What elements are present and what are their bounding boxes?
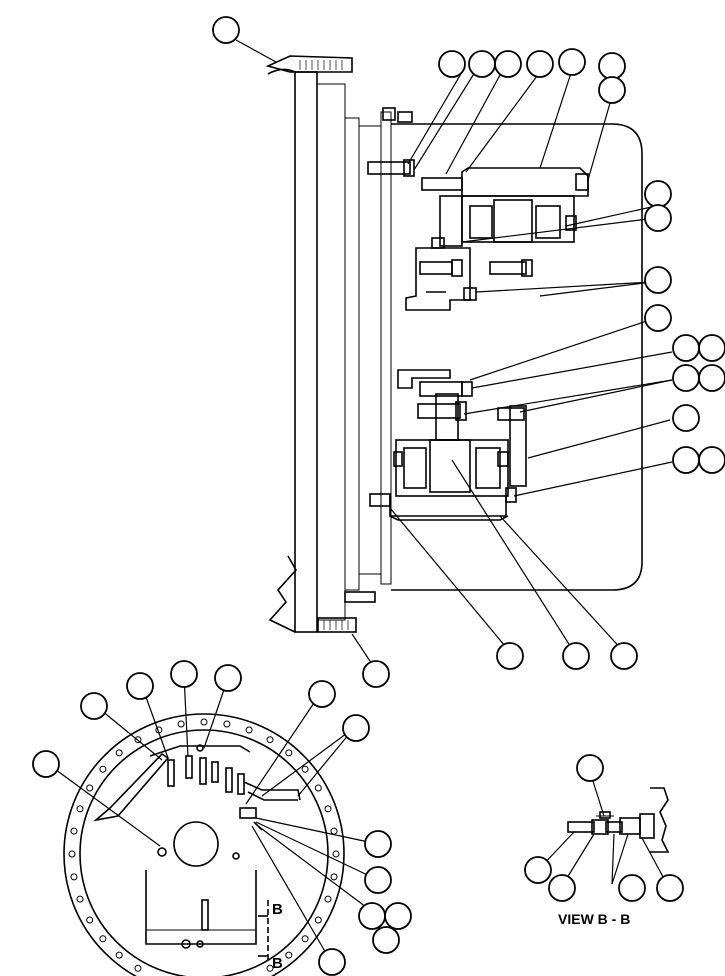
bottom-stud	[317, 617, 357, 633]
view-bb-label: VIEW B - B	[558, 911, 630, 927]
bolt-hole	[115, 951, 123, 959]
bolt-hole	[76, 895, 84, 903]
side-assembly-view	[265, 55, 643, 633]
view-bb-detail	[567, 787, 670, 853]
bolt-hole	[177, 720, 185, 728]
upper-callouts	[212, 16, 725, 688]
lower-bracket	[397, 369, 527, 487]
bottom-fitting	[344, 591, 376, 603]
view-bb-callouts	[524, 754, 684, 902]
bolt-hole	[266, 736, 274, 744]
bolt-hole	[115, 749, 123, 757]
flange-ring	[316, 83, 346, 621]
bolt-hole	[76, 805, 84, 813]
bolt-hole	[266, 964, 274, 972]
bolt-hole	[70, 873, 78, 881]
view-bb-leaders	[539, 777, 669, 887]
bolt-hole	[134, 736, 142, 744]
bolt-hole	[330, 827, 338, 835]
bolt-hole	[68, 850, 76, 858]
bolt-hole	[285, 749, 293, 757]
break-bottom	[268, 555, 297, 633]
upper-leaders	[235, 39, 673, 671]
lower-leaders	[47, 675, 379, 961]
bolt-hole	[200, 718, 208, 726]
flange-inner-ring	[344, 117, 360, 591]
bolt-hole	[245, 726, 253, 734]
bolt-hole	[301, 765, 309, 773]
bolt-hole	[324, 895, 332, 903]
flange-front-view	[63, 713, 345, 976]
lower-callouts	[32, 660, 412, 976]
top-fitting-2	[397, 111, 413, 123]
bolt-hole	[314, 784, 322, 792]
bolt-hole	[86, 784, 94, 792]
bolt-hole	[99, 935, 107, 943]
housing-wall	[380, 111, 392, 585]
bolt-hole	[301, 935, 309, 943]
bolt-hole	[223, 720, 231, 728]
bolt-hole	[134, 964, 142, 972]
bolt-hole	[99, 765, 107, 773]
top-stud	[265, 55, 353, 73]
flange-plate	[294, 71, 318, 633]
upper-bracket	[405, 247, 533, 311]
bolt-hole	[70, 827, 78, 835]
section-marker-upper: B	[272, 901, 283, 918]
bolt-hole	[86, 916, 94, 924]
lower-cylinder	[369, 439, 517, 521]
top-fitting	[382, 107, 396, 121]
bolt-hole	[324, 805, 332, 813]
bolt-hole	[285, 951, 293, 959]
upper-cylinder	[367, 159, 589, 249]
section-marker-lower: B	[272, 955, 283, 972]
bolt-hole	[332, 850, 340, 858]
bolt-hole	[314, 916, 322, 924]
bolt-hole	[330, 873, 338, 881]
